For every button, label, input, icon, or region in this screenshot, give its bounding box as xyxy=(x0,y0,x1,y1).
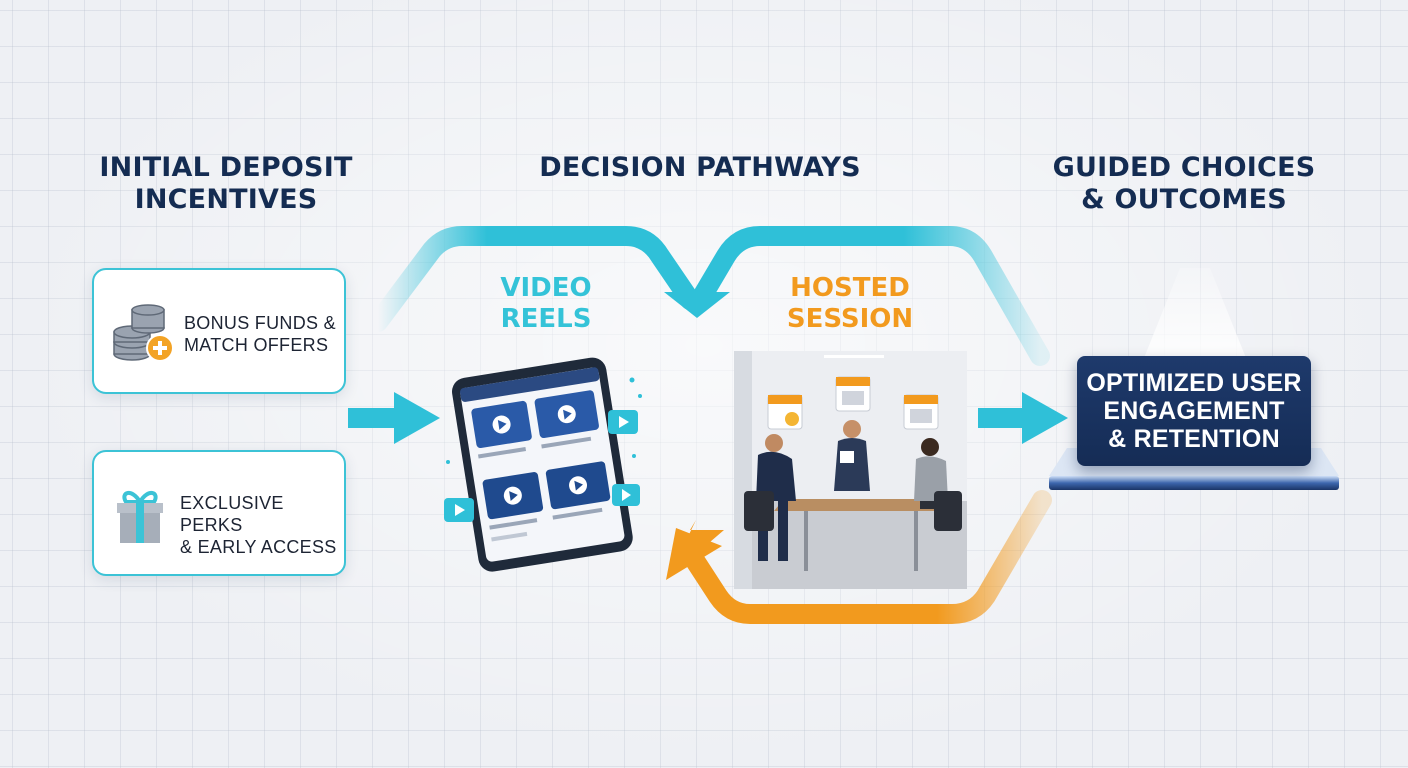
incentive-card-perks-text: EXCLUSIVE PERKS & EARLY ACCESS xyxy=(180,492,345,558)
gift-icon xyxy=(114,486,166,546)
incentive-card-bonus: BONUS FUNDS & MATCH OFFERS xyxy=(92,268,346,394)
video-reels-tablet-illustration xyxy=(436,352,656,574)
outcome-line3: & RETENTION xyxy=(1086,425,1301,453)
hosted-session-photo xyxy=(734,351,967,589)
arrow-session-to-outcome-shaft xyxy=(978,408,1028,428)
outcome-text: OPTIMIZED USER ENGAGEMENT & RETENTION xyxy=(1086,369,1301,453)
outcome-line1: OPTIMIZED USER xyxy=(1086,369,1301,397)
spotlight-beam xyxy=(1120,268,1270,368)
arrow-incentives-to-video-head xyxy=(394,392,440,444)
arrow-incentives-to-video-shaft xyxy=(348,408,398,428)
label-video-reels: VIDEO REELS xyxy=(476,273,616,335)
outcome-line2: ENGAGEMENT xyxy=(1086,397,1301,425)
incentive-card-bonus-line2: MATCH OFFERS xyxy=(184,334,344,356)
label-video-reels-line2: REELS xyxy=(476,304,616,335)
arrow-session-to-outcome-head xyxy=(1022,392,1068,444)
label-video-reels-line1: VIDEO xyxy=(476,273,616,304)
incentive-card-perks: EXCLUSIVE PERKS & EARLY ACCESS xyxy=(92,450,346,576)
meeting-illustration xyxy=(734,351,967,589)
label-hosted-session-line1: HOSTED xyxy=(772,273,928,304)
label-hosted-session: HOSTED SESSION xyxy=(772,273,928,335)
label-hosted-session-line2: SESSION xyxy=(772,304,928,335)
coins-plus-icon xyxy=(110,302,176,366)
outcome-box: OPTIMIZED USER ENGAGEMENT & RETENTION xyxy=(1077,356,1311,466)
incentive-card-bonus-text: BONUS FUNDS & MATCH OFFERS xyxy=(184,312,344,356)
incentive-card-bonus-line1: BONUS FUNDS & xyxy=(184,312,344,334)
incentive-card-perks-line1: EXCLUSIVE PERKS xyxy=(180,492,345,536)
incentive-card-perks-line2: & EARLY ACCESS xyxy=(180,536,345,558)
